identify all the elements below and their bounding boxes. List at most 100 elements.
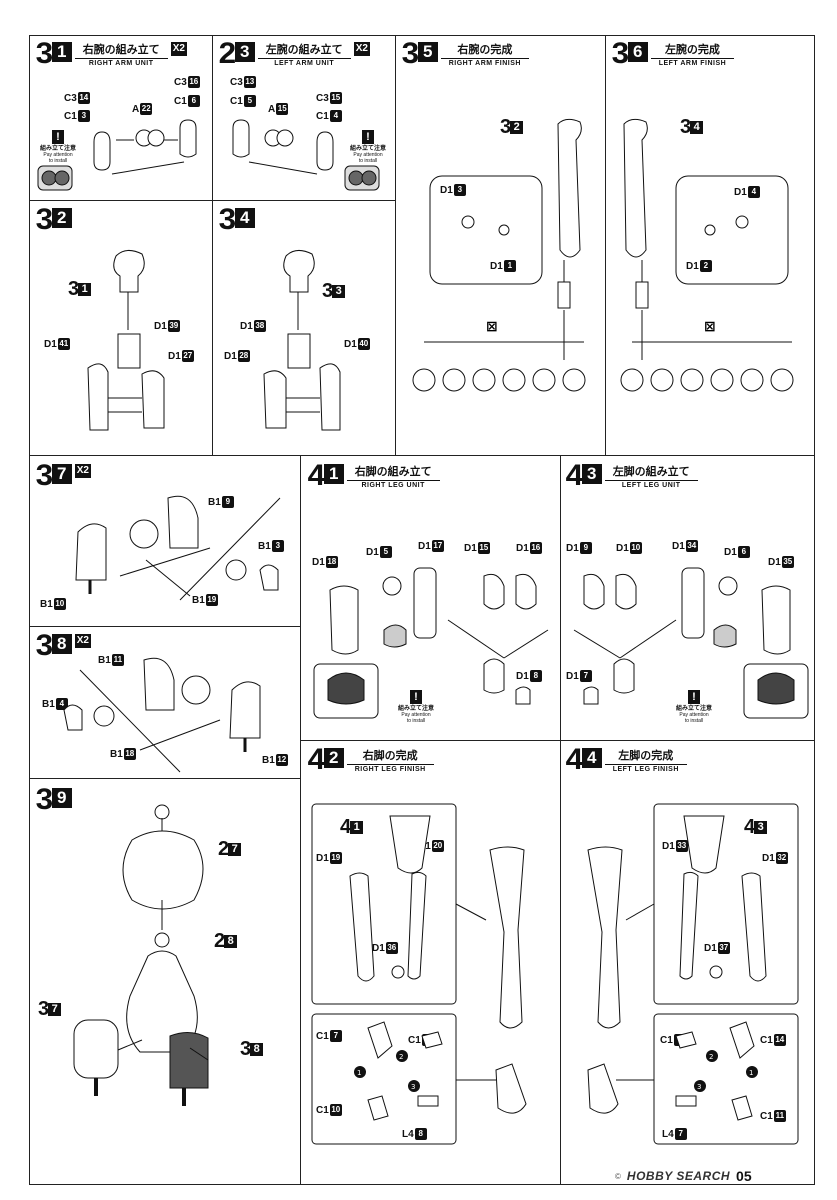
multiplier-badge: X2 [74,634,91,648]
divider [560,455,561,740]
page-number: 05 [736,1168,752,1184]
step-title-jp: 右脚の組み立て [346,463,440,481]
watermark-logo: HOBBY SEARCH [626,1169,731,1183]
step-title-en: LEFT ARM FINISH [658,60,727,67]
right-arm-finish-drawing: ⊠ [412,118,586,392]
exclamation-icon: ! [52,130,64,144]
divider [29,778,300,779]
step-title-en: RIGHT LEG UNIT [361,482,425,489]
divider [29,455,815,456]
svg-text:2: 2 [709,1053,713,1061]
step-title-en: LEFT LEG FINISH [612,766,679,773]
hip-joint-drawing [75,495,281,601]
divider [300,740,815,741]
exclamation-icon: ! [688,690,700,704]
hip-joint-drawing [63,657,261,773]
left-arm-parts-drawing [232,119,380,191]
upper-arm-drawing [263,250,341,431]
waist-assembly-drawing [73,804,209,1106]
page-frame [29,35,815,1185]
step-title-en: RIGHT LEG FINISH [354,766,426,773]
exclamation-icon: ! [410,690,422,704]
step-title-jp: 右腕の完成 [440,41,529,59]
step-title-jp: 左脚の組み立て [604,463,698,481]
divider [300,455,301,1185]
upper-arm-drawing [87,250,165,431]
right-leg-finish-drawing: 1 2 3 [311,803,527,1145]
step-title-jp: 左腕の組み立て [257,41,351,59]
step-title-en: RIGHT ARM FINISH [448,60,521,67]
cut-icon: ⊠ [704,319,716,335]
left-arm-finish-drawing: ⊠ [620,118,794,392]
svg-text:1: 1 [357,1069,361,1077]
page-footer: © HOBBY SEARCH 05 [615,1168,752,1184]
divider [212,35,213,455]
multiplier-badge: X2 [170,42,187,56]
svg-text:1: 1 [749,1069,753,1077]
step-title-en: LEFT LEG UNIT [621,482,681,489]
multiplier-badge: X2 [74,464,91,478]
